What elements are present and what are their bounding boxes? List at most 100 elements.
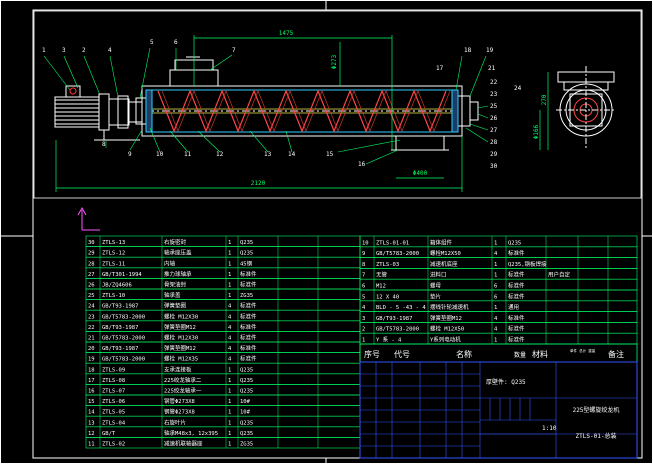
header-name: 名称 [456, 349, 472, 359]
table-row-border [85, 288, 361, 300]
table-cell: 标准件 [508, 325, 525, 333]
table-cell: 标准件 [240, 302, 257, 310]
table-cell: 1 [494, 273, 497, 279]
table-cell: GB/T5783-2000 [102, 314, 145, 320]
table-cell: ZTLS-02 [102, 442, 125, 448]
table-cell: 6 [494, 294, 497, 300]
table-cell: 19 [88, 357, 95, 363]
table-cell: 7 [362, 273, 365, 279]
table-cell: 225绞龙轴承二 [164, 376, 202, 384]
table-cell: Q235 [240, 389, 253, 395]
table-cell: 14 [88, 410, 95, 416]
table-cell: ZTLS-08 [102, 378, 125, 384]
table-cell: 17 [88, 378, 95, 384]
table-cell: 1 [228, 442, 231, 448]
table-cell: 标准件 [508, 314, 525, 322]
title-scale: 1:10 [542, 425, 557, 432]
table-cell: 减速机底座 [430, 260, 458, 268]
table-cell: 6 [362, 284, 365, 290]
table-cell: 螺栓 M12X30 [164, 312, 198, 320]
table-cell: 20 [88, 346, 95, 352]
table-cell: 1 [228, 431, 231, 437]
callout-22: 22 [490, 79, 498, 86]
main-view: 1475 2120 Φ400 Φ273 [42, 30, 522, 192]
table-cell: 4 [494, 316, 498, 322]
callout-labels: 1 3 2 4 5 6 7 18 19 17 21 22 24 23 25 26… [42, 39, 522, 170]
table-cell: 2 [362, 327, 365, 333]
table-cell: 1 [228, 293, 231, 299]
callout-16: 16 [358, 161, 366, 168]
table-cell: 1 [228, 410, 231, 416]
table-cell: Q235,钢板焊接 [508, 260, 547, 268]
callout-12: 12 [216, 151, 224, 158]
callout-2: 2 [82, 47, 86, 54]
table-cell: 12 X 40 [376, 294, 399, 300]
callout-24: 24 [514, 85, 522, 92]
table-cell: ZTLS-09 [102, 367, 125, 373]
callout-4: 4 [108, 47, 112, 54]
table-cell: 骨架油封 [164, 281, 187, 289]
table-row-border [85, 426, 361, 438]
table-row-border [359, 268, 638, 280]
table-cell: Q235 [240, 378, 253, 384]
table-cell: GB/T93-1987 [102, 346, 138, 352]
parts-header-row: 序号 代号 名称 数量 材料 单件 总计 重量 备注 [359, 343, 638, 363]
callout-13: 13 [264, 151, 272, 158]
table-cell: 标准件 [240, 323, 257, 331]
table-cell: 45钢 [240, 259, 253, 267]
table-cell: 1 [362, 338, 365, 344]
table-cell: ZTLS-10 [102, 293, 125, 299]
table-cell: 轴承M48x3, 12x395 [164, 429, 218, 437]
table-cell: M12 [376, 284, 386, 290]
table-row-border [359, 257, 638, 269]
table-cell: 右旋叶片 [164, 418, 186, 426]
callout-30: 30 [490, 163, 498, 170]
table-cell: 弹簧垫圈M12 [164, 344, 196, 352]
table-row-border [85, 437, 361, 449]
table-cell: 4 [362, 305, 366, 311]
table-row-border [85, 373, 361, 385]
table-cell: 1 [228, 389, 231, 395]
callout-6: 6 [174, 39, 178, 46]
table-cell: 3 [362, 316, 365, 322]
table-cell: 25 [88, 293, 95, 299]
callout-18: 18 [464, 47, 472, 54]
callout-3: 3 [62, 47, 66, 54]
table-cell: 1 [494, 240, 497, 246]
table-cell: 13 [88, 420, 95, 426]
table-cell: 标准件 [240, 312, 257, 320]
table-row-border [359, 278, 638, 291]
title-material-note: 厚壁件: Q235 [486, 378, 526, 386]
table-cell: 弹簧垫圈M12 [164, 323, 196, 331]
table-cell: 标准件 [240, 334, 257, 342]
table-cell: 11 [88, 442, 95, 448]
table-cell: 26 [88, 283, 95, 289]
table-cell: 4 [228, 314, 232, 320]
table-cell: Q235 [240, 367, 253, 373]
table-row-border [85, 394, 361, 406]
callout-19: 19 [486, 47, 494, 54]
table-row-border [85, 362, 361, 375]
leader-lines [43, 47, 489, 165]
table-cell: 标准件 [240, 344, 257, 352]
callout-23: 23 [490, 91, 498, 98]
table-cell: 8 [362, 262, 365, 268]
table-cell: 1 [228, 251, 231, 257]
table-cell: ZTLS-12 [102, 251, 125, 257]
table-cell: 22 [88, 325, 95, 331]
table-cell: GB/T5783-2000 [102, 336, 145, 342]
table-cell: 内轴 [164, 259, 176, 267]
motor [54, 85, 143, 141]
